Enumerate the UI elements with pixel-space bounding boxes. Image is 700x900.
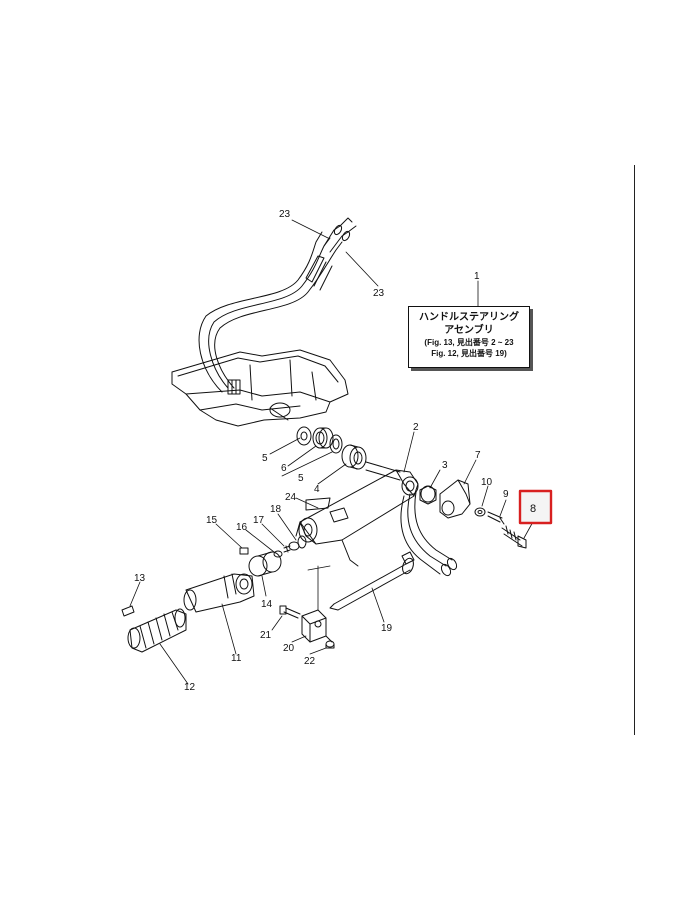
part-label-21: 21 — [260, 630, 272, 641]
part-number-labels: 1 2 3 4 5 5 6 7 8 9 10 11 12 13 14 15 16… — [134, 209, 536, 693]
part-label-5b: 5 — [298, 473, 304, 484]
assembly-reference-1: (Fig. 13, 見出番号 2 ~ 23 — [424, 338, 514, 347]
grip-hardware-drawing — [239, 497, 331, 577]
assembly-name-suffix: アセンブリ — [444, 325, 494, 336]
steering-arm-drawing — [295, 469, 458, 577]
part-label-12: 12 — [184, 682, 196, 693]
page-divider-line — [634, 165, 635, 735]
bushings-drawing — [296, 426, 401, 481]
part-label-2: 2 — [413, 422, 419, 433]
part-label-13: 13 — [134, 573, 146, 584]
part-label-11: 11 — [231, 653, 242, 664]
part-label-24: 24 — [285, 492, 297, 503]
part-label-14: 14 — [261, 599, 273, 610]
leader-lines — [129, 219, 535, 685]
assembly-name: ハンドルステアリング — [419, 312, 519, 323]
highlight-box — [518, 489, 553, 525]
part-label-22: 22 — [304, 656, 316, 667]
part-label-16: 16 — [236, 522, 248, 533]
part-label-23b: 23 — [373, 288, 385, 299]
shift-rod-drawing — [329, 551, 415, 611]
part-label-6: 6 — [281, 463, 287, 474]
part-label-18: 18 — [270, 504, 282, 515]
cable-pair-drawing — [198, 217, 357, 393]
part-label-17: 17 — [253, 515, 265, 526]
part-label-19: 19 — [381, 623, 393, 634]
part-label-20: 20 — [283, 643, 295, 654]
connector-drawing — [279, 565, 335, 649]
engine-bracket-drawing — [171, 349, 349, 427]
throttle-grip-core-drawing — [183, 573, 255, 613]
part-label-8: 8 — [530, 503, 536, 515]
assembly-reference-2: Fig. 12, 見出番号 19) — [431, 349, 507, 358]
part-label-3: 3 — [442, 460, 448, 471]
assembly-callout-box: ハンドルステアリング アセンブリ (Fig. 13, 見出番号 2 ~ 23 F… — [408, 306, 530, 368]
rubber-grip-drawing — [121, 605, 187, 653]
part-label-9: 9 — [503, 489, 509, 500]
part-label-5a: 5 — [262, 453, 268, 464]
part-label-15: 15 — [206, 515, 218, 526]
part-label-10: 10 — [481, 477, 493, 488]
part-label-1: 1 — [474, 271, 480, 282]
bracket-drawing — [419, 479, 527, 549]
part-label-23a: 23 — [279, 209, 291, 220]
part-label-7: 7 — [475, 450, 481, 461]
part-label-4: 4 — [314, 484, 320, 495]
